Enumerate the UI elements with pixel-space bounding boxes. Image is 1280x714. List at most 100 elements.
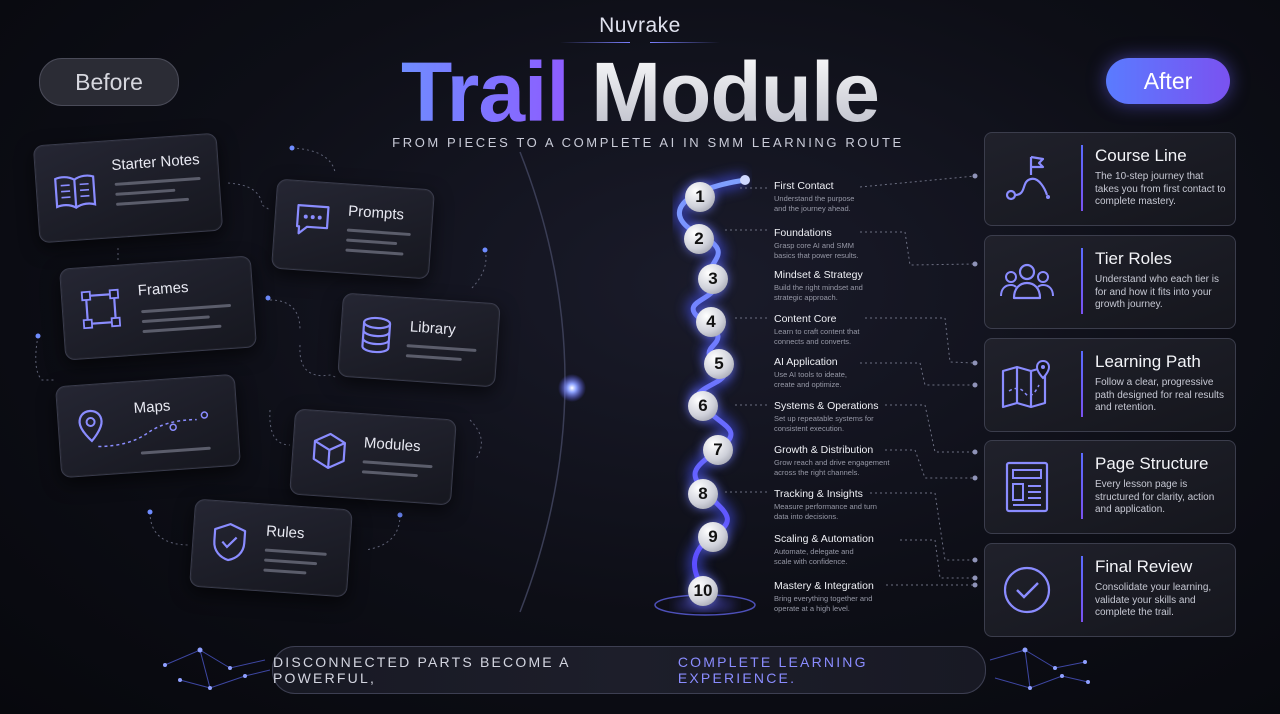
outcome-title: Course Line: [1095, 146, 1187, 165]
connector-lines: [725, 175, 976, 586]
step-node: 7: [703, 435, 733, 465]
outcome-title: Page Structure: [1095, 454, 1209, 473]
outcome-card-tier-roles: Tier Roles Understand who each tier is f…: [984, 235, 1236, 329]
outcome-desc: Follow a clear, progressive path designe…: [1095, 377, 1224, 413]
step-desc: Learn to craft content that connects and…: [774, 327, 860, 346]
title-part-module: Module: [591, 45, 880, 139]
footer-highlight: COMPLETE LEARNING EXPERIENCE.: [677, 654, 868, 686]
card-divider: [1081, 351, 1083, 417]
step-name: AI Application: [774, 356, 838, 368]
piece-label: Rules: [265, 522, 306, 543]
step-desc: Automate, delegate and scale with confid…: [774, 547, 854, 566]
piece-card-rules: Rules: [189, 498, 353, 598]
step-item: Content Core Learn to craft content that…: [774, 313, 949, 347]
outcome-desc: The 10-step journey that takes you from …: [1095, 171, 1226, 207]
step-item: Foundations Grasp core AI and SMM basics…: [774, 227, 949, 261]
step-desc: Bring everything together and operate at…: [774, 594, 873, 613]
after-badge: After: [1106, 58, 1230, 104]
step-name: First Contact: [774, 180, 834, 192]
step-node: 4: [696, 307, 726, 337]
piece-label: Maps: [133, 397, 171, 417]
step-item: Mindset & Strategy Build the right minds…: [774, 269, 949, 303]
step-name: Scaling & Automation: [774, 533, 874, 545]
step-node: 3: [698, 264, 728, 294]
footer-text: DISCONNECTED PARTS BECOME A POWERFUL,: [273, 654, 570, 686]
piece-card-prompts: Prompts: [271, 178, 435, 280]
shield-check-icon: [210, 521, 249, 568]
brand-underline: [650, 42, 720, 43]
step-item: AI Application Use AI tools to ideate, c…: [774, 356, 949, 390]
step-node: 1: [685, 182, 715, 212]
step-node: 5: [704, 349, 734, 379]
page-layout-icon: [997, 457, 1057, 517]
step-desc: Grow reach and drive engagement across t…: [774, 458, 890, 477]
outcome-card-course-line: Course Line The 10-step journey that tak…: [984, 132, 1236, 226]
path-start-dot: [740, 175, 750, 185]
map-icon: [997, 355, 1057, 415]
outcome-card-final-review: Final Review Consolidate your learning, …: [984, 543, 1236, 637]
step-node: 6: [688, 391, 718, 421]
piece-label: Library: [409, 318, 457, 339]
step-name: Tracking & Insights: [774, 488, 863, 500]
map-pin-icon: [76, 400, 229, 459]
step-name: Mastery & Integration: [774, 580, 874, 592]
piece-card-library: Library: [337, 292, 501, 388]
brand-name: Nuvrake: [599, 14, 681, 37]
outcome-desc: Understand who each tier is for and how …: [1095, 274, 1219, 310]
step-item: Systems & Operations Set up repeatable s…: [774, 400, 949, 434]
piece-card-frames: Frames: [59, 255, 257, 361]
piece-label: Prompts: [347, 202, 405, 224]
piece-card-starter-notes: Starter Notes: [32, 132, 224, 244]
step-item: Growth & Distribution Grow reach and dri…: [774, 444, 949, 478]
step-desc: Use AI tools to ideate, create and optim…: [774, 370, 847, 389]
title-part-trail: Trail: [400, 45, 570, 139]
brand-underline: [560, 42, 630, 43]
outcome-desc: Consolidate your learning, validate your…: [1095, 582, 1212, 618]
card-divider: [1081, 453, 1083, 519]
step-item: Mastery & Integration Bring everything t…: [774, 580, 949, 614]
route-flag-icon: [997, 149, 1057, 209]
outcome-card-learning-path: Learning Path Follow a clear, progressiv…: [984, 338, 1236, 432]
piece-card-maps: Maps: [55, 373, 241, 479]
footer-banner: DISCONNECTED PARTS BECOME A POWERFUL, CO…: [272, 646, 986, 694]
outcome-title: Learning Path: [1095, 352, 1201, 371]
step-item: First Contact Understand the purpose and…: [774, 180, 949, 214]
outcome-card-page-structure: Page Structure Every lesson page is stru…: [984, 440, 1236, 534]
step-desc: Grasp core AI and SMM basics that power …: [774, 241, 859, 260]
step-item: Scaling & Automation Automate, delegate …: [774, 533, 949, 567]
chat-bubble-icon: [292, 201, 333, 245]
step-desc: Set up repeatable systems for consistent…: [774, 414, 874, 433]
step-node: 10: [688, 576, 718, 606]
database-icon: [358, 315, 395, 360]
step-name: Foundations: [774, 227, 832, 239]
step-name: Systems & Operations: [774, 400, 879, 412]
card-divider: [1081, 145, 1083, 211]
piece-label: Frames: [137, 278, 190, 300]
divider-arc: [519, 151, 566, 613]
check-circle-icon: [997, 560, 1057, 620]
card-divider: [1081, 248, 1083, 314]
arc-glow: [558, 374, 586, 402]
step-desc: Build the right mindset and strategic ap…: [774, 283, 863, 302]
step-name: Content Core: [774, 313, 837, 325]
users-icon: [997, 252, 1057, 312]
step-node: 9: [698, 522, 728, 552]
piece-label: Starter Notes: [110, 150, 201, 175]
page-title: Trail Module: [0, 44, 1280, 140]
page-subtitle: FROM PIECES TO A COMPLETE AI IN SMM LEAR…: [392, 135, 904, 150]
step-desc: Understand the purpose and the journey a…: [774, 194, 855, 213]
outcome-title: Tier Roles: [1095, 249, 1172, 268]
card-divider: [1081, 556, 1083, 622]
book-icon: [52, 170, 99, 216]
piece-label: Modules: [363, 434, 422, 456]
outcome-desc: Every lesson page is structured for clar…: [1095, 479, 1215, 515]
step-name: Growth & Distribution: [774, 444, 874, 456]
piece-card-modules: Modules: [289, 408, 457, 506]
cube-icon: [310, 431, 349, 476]
step-item: Tracking & Insights Measure performance …: [774, 488, 949, 522]
step-name: Mindset & Strategy: [774, 269, 863, 281]
step-node: 2: [684, 224, 714, 254]
outcome-title: Final Review: [1095, 557, 1193, 576]
frame-icon: [80, 288, 123, 336]
step-desc: Measure performance and turn data into d…: [774, 502, 877, 521]
